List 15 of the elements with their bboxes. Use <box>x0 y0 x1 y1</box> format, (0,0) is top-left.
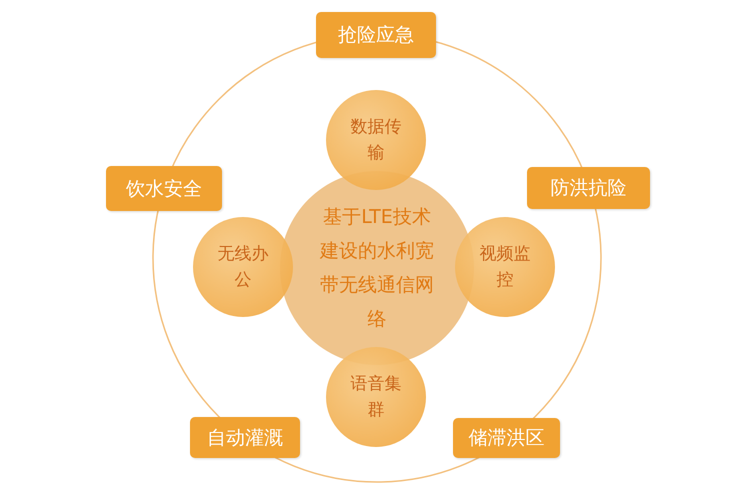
node-text: 抢险应急 <box>338 23 414 48</box>
label-box <box>453 418 560 458</box>
label-box <box>527 167 650 209</box>
label-box <box>316 12 436 58</box>
label-box <box>190 417 300 458</box>
label-box <box>106 166 222 211</box>
node-text: 基于LTE技术建设的水利宽带无线通信网络 <box>318 205 435 332</box>
node-text: 无线办公 <box>216 243 270 292</box>
node-text: 储滞洪区 <box>468 426 544 451</box>
node-text: 自动灌溉 <box>207 426 283 450</box>
node-text: 防洪抗险 <box>550 176 626 201</box>
node-text: 视频监控 <box>478 243 532 292</box>
node-text: 数据传输 <box>350 116 402 165</box>
node-text: 语音集群 <box>350 373 402 422</box>
node-text: 饮水安全 <box>126 176 202 202</box>
